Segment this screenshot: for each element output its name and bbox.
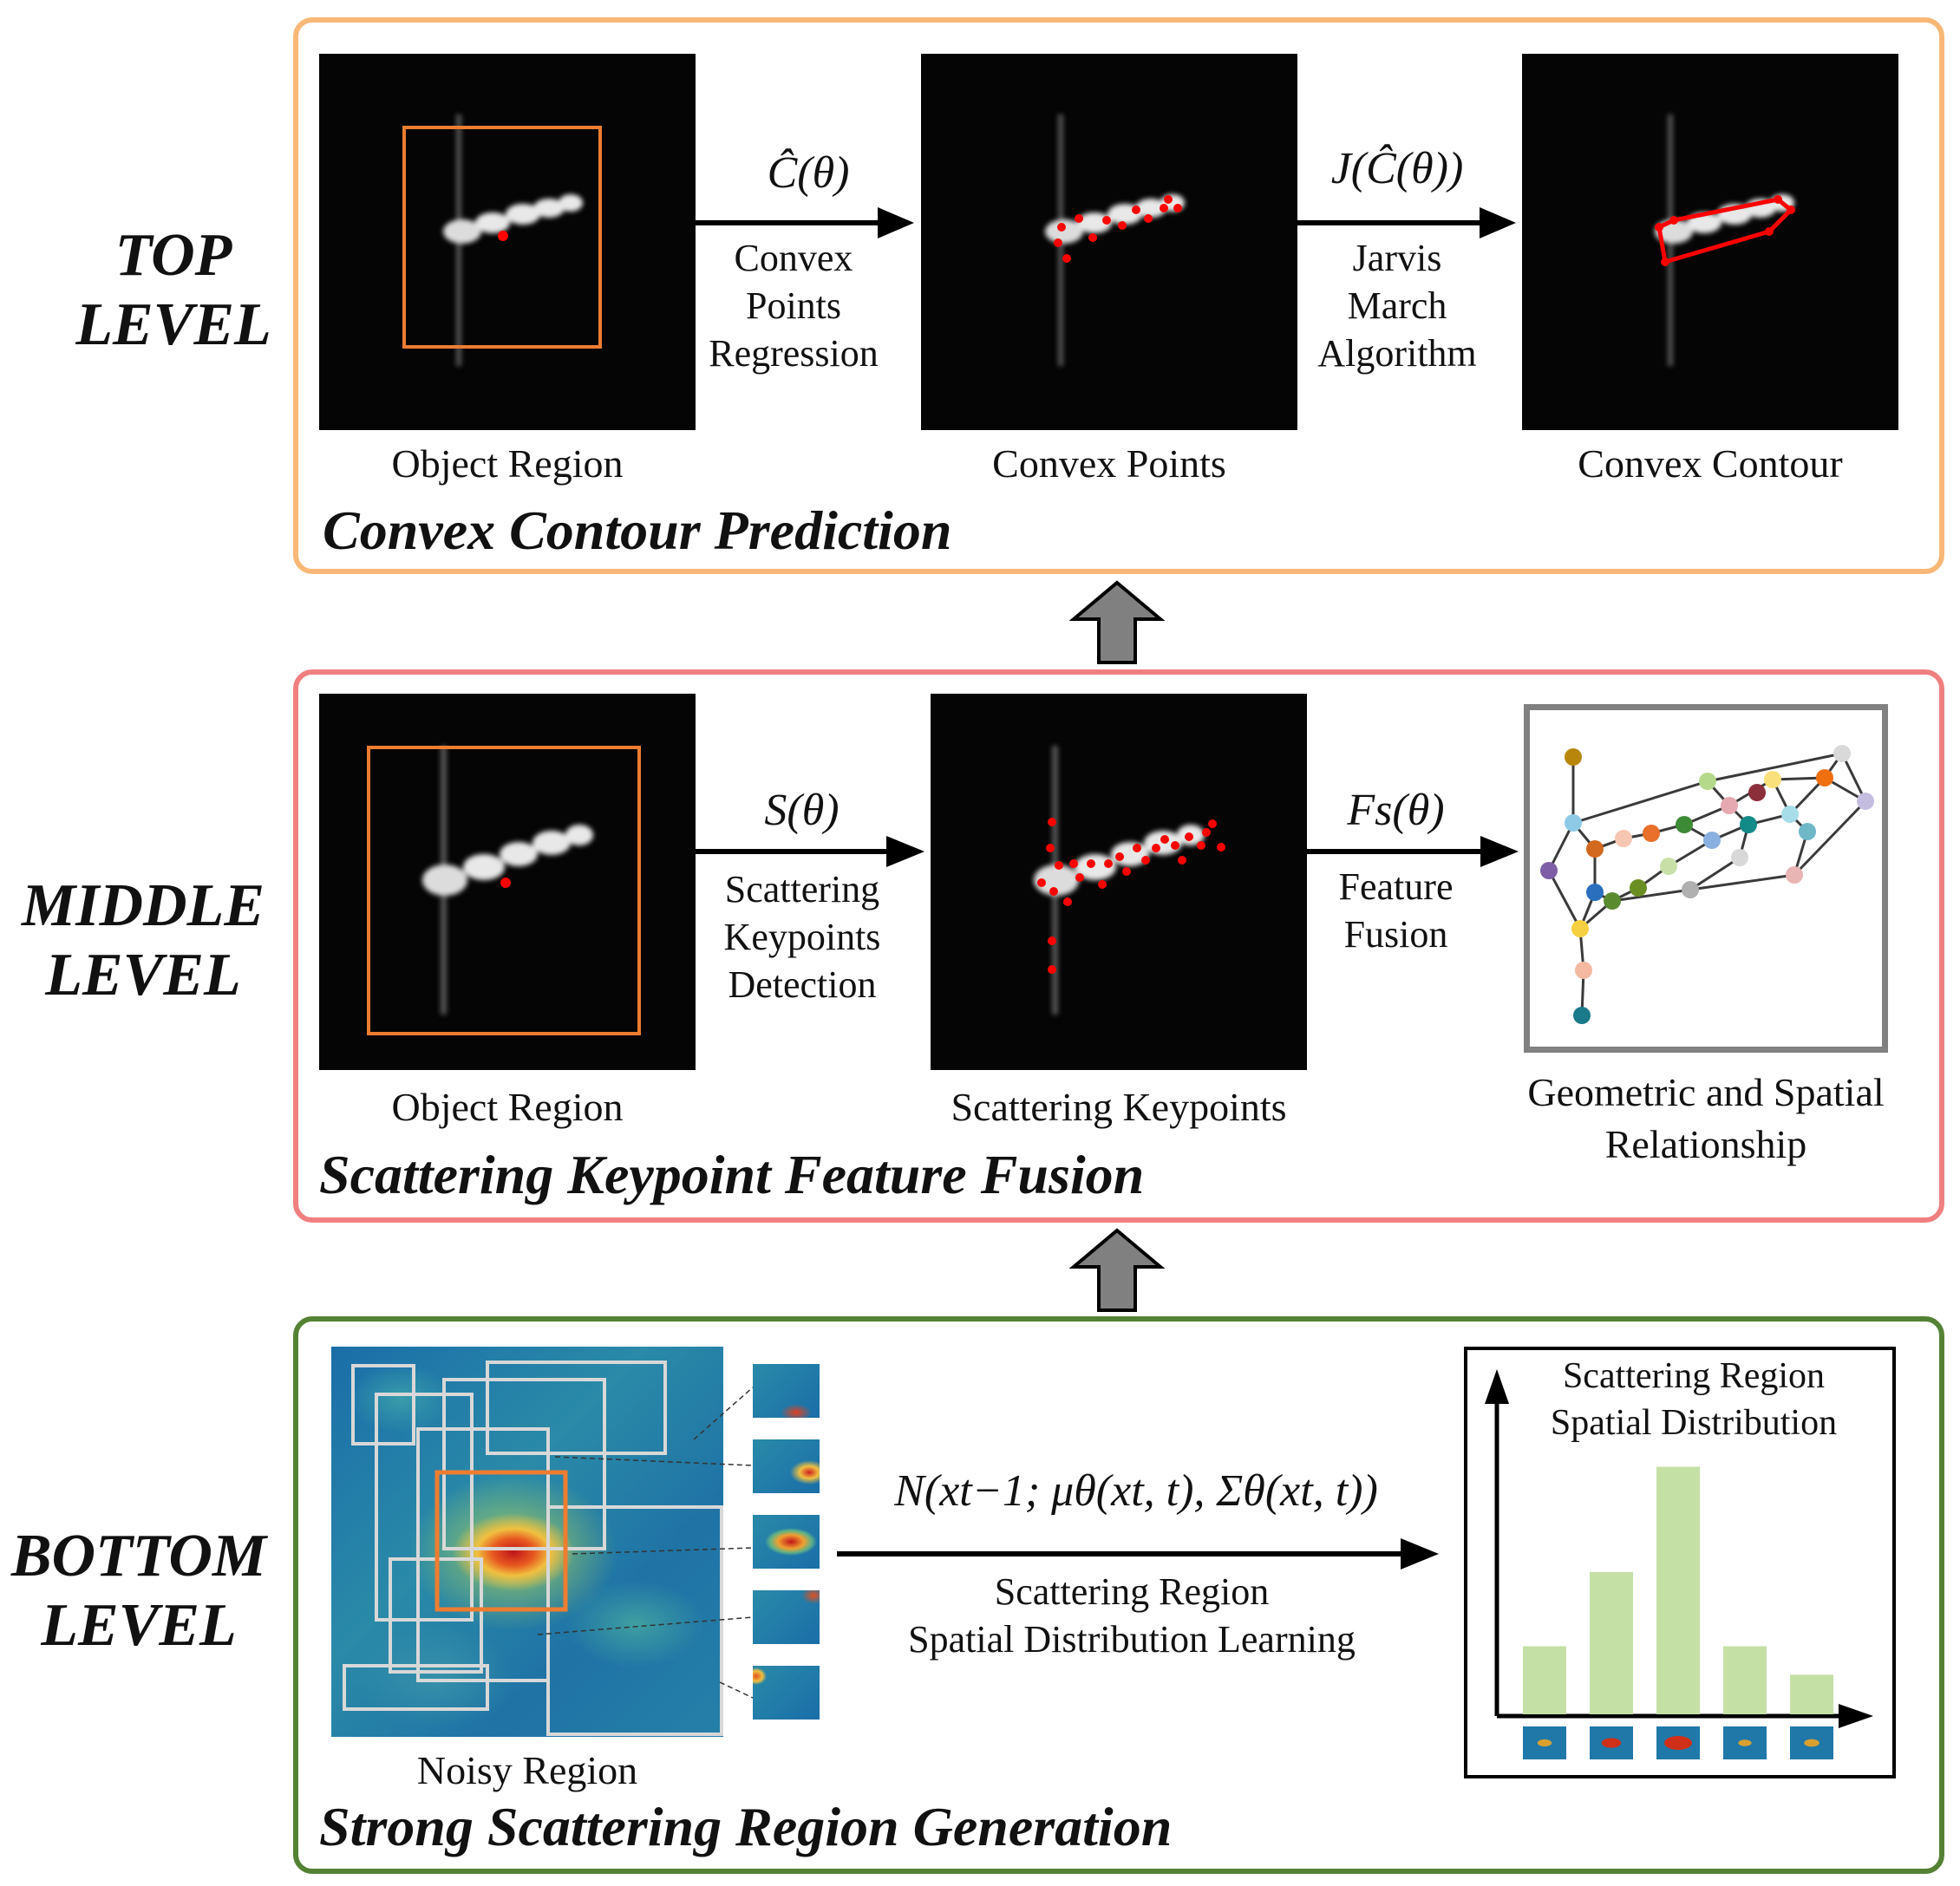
top-arrow-2-formula: J(Ĉ(θ)) bbox=[1330, 144, 1464, 193]
patch-thumbnail-3 bbox=[753, 1515, 820, 1569]
bottom-level-label: BOTTOM LEVEL bbox=[4, 1522, 273, 1661]
bottom-section-title: Strong Scattering Region Generation bbox=[319, 1796, 1173, 1857]
middle-level-label: MIDDLE LEVEL bbox=[13, 871, 273, 1010]
top-arrow-1 bbox=[696, 207, 914, 238]
middle-arrow-1-formula: S(θ) bbox=[764, 786, 840, 835]
distribution-bar-chart bbox=[1485, 1369, 1873, 1759]
bottom-arrow bbox=[837, 1538, 1439, 1569]
chart-title-line: Spatial Distribution bbox=[1550, 1403, 1838, 1443]
sar-target-graphic bbox=[1034, 746, 1225, 1015]
bottom-arrow-formula: N(xt−1; μθ(xt, t), Σθ(xt, t)) bbox=[894, 1466, 1378, 1516]
label-line: Scattering bbox=[724, 868, 880, 910]
graph-network bbox=[1540, 745, 1874, 1024]
patch-thumbnail-5 bbox=[753, 1666, 820, 1720]
top-object-region-image bbox=[319, 54, 696, 430]
up-arrow-bottom bbox=[1069, 1228, 1165, 1312]
top-level-word2: LEVEL bbox=[75, 291, 271, 358]
label-line: Detection bbox=[728, 963, 877, 1006]
patch-thumbnail-4 bbox=[753, 1590, 820, 1644]
bottom-arrow-label: Scattering Region Spatial Distribution L… bbox=[833, 1568, 1431, 1663]
middle-arrow-2-label: Feature Fusion bbox=[1307, 863, 1485, 958]
middle-caption-scattering-keypoints: Scattering Keypoints bbox=[951, 1085, 1287, 1129]
bottom-level-word1: BOTTOM bbox=[10, 1523, 267, 1589]
up-arrow-top bbox=[1069, 580, 1165, 664]
caption-line: Geometric and Spatial bbox=[1527, 1070, 1885, 1114]
label-line: Keypoints bbox=[723, 916, 881, 958]
label-line: Jarvis bbox=[1352, 237, 1442, 279]
top-arrow-1-formula: Ĉ(θ) bbox=[767, 148, 850, 198]
middle-arrow-2-formula: Fs(θ) bbox=[1347, 786, 1445, 835]
top-convex-points-image bbox=[921, 54, 1297, 430]
sar-target-graphic bbox=[1655, 114, 1795, 366]
bar-3 bbox=[1656, 1466, 1700, 1714]
top-level-label: TOP LEVEL bbox=[52, 221, 295, 360]
chart-title: Scattering Region Spatial Distribution bbox=[1464, 1353, 1924, 1446]
bar-4 bbox=[1723, 1646, 1767, 1714]
bar-thumbnail-hotspot-1 bbox=[1537, 1739, 1552, 1747]
x-axis-arrowhead bbox=[1839, 1704, 1873, 1728]
y-axis-arrowhead bbox=[1485, 1369, 1509, 1404]
label-line: Scattering Region bbox=[994, 1570, 1270, 1613]
middle-arrow-1 bbox=[696, 836, 924, 867]
bar-thumbnail-hotspot-4 bbox=[1738, 1739, 1752, 1746]
middle-scattering-keypoints-image bbox=[931, 694, 1307, 1070]
bar-thumbnail-hotspot-5 bbox=[1804, 1739, 1820, 1747]
middle-object-region-image bbox=[319, 694, 696, 1070]
patch-thumbnail-2 bbox=[753, 1439, 820, 1493]
middle-level-word2: LEVEL bbox=[45, 942, 241, 1008]
top-arrow-2-label: Jarvis March Algorithm bbox=[1297, 234, 1497, 377]
noise-boxes bbox=[343, 1361, 723, 1736]
label-line: Points bbox=[745, 284, 842, 327]
label-line: Spatial Distribution Learning bbox=[908, 1618, 1356, 1661]
top-arrow-1-label: Convex Points Regression bbox=[694, 234, 893, 377]
label-line: Convex bbox=[734, 237, 853, 279]
top-convex-contour-image bbox=[1522, 54, 1898, 430]
bar-2 bbox=[1590, 1571, 1633, 1714]
label-line: Regression bbox=[709, 332, 879, 375]
middle-section-title: Scattering Keypoint Feature Fusion bbox=[319, 1144, 1145, 1205]
label-line: March bbox=[1347, 284, 1447, 327]
noisy-region-heatmap bbox=[331, 1347, 723, 1737]
bar-thumbnail-hotspot-2 bbox=[1601, 1738, 1622, 1748]
caption-line: Relationship bbox=[1604, 1122, 1807, 1166]
middle-caption-object-region: Object Region bbox=[391, 1085, 624, 1129]
bar-thumbnail-hotspot-3 bbox=[1664, 1736, 1692, 1750]
top-section-title: Convex Contour Prediction bbox=[323, 499, 952, 561]
middle-level-word1: MIDDLE bbox=[21, 872, 265, 939]
top-arrow-2 bbox=[1297, 207, 1516, 238]
top-caption-object-region: Object Region bbox=[391, 441, 624, 486]
bottom-caption-noisy-region: Noisy Region bbox=[416, 1748, 638, 1792]
graph-caption: Geometric and Spatial Relationship bbox=[1489, 1067, 1923, 1171]
label-line: Feature bbox=[1338, 865, 1454, 908]
top-level-word1: TOP bbox=[114, 222, 232, 289]
middle-arrow-1-label: Scattering Keypoints Detection bbox=[698, 865, 906, 1008]
top-caption-convex-contour: Convex Contour bbox=[1578, 441, 1843, 486]
sar-target-graphic bbox=[367, 746, 641, 1035]
label-line: Algorithm bbox=[1317, 332, 1477, 375]
sar-target-graphic bbox=[402, 114, 602, 366]
top-caption-convex-points: Convex Points bbox=[992, 441, 1226, 486]
chart-title-line: Scattering Region bbox=[1562, 1356, 1826, 1396]
sar-target-graphic bbox=[1045, 114, 1185, 366]
patch-connectors bbox=[537, 1387, 754, 1699]
bar-1 bbox=[1523, 1646, 1566, 1714]
label-line: Fusion bbox=[1343, 913, 1448, 956]
bar-5 bbox=[1790, 1674, 1833, 1714]
middle-arrow-2 bbox=[1307, 836, 1519, 867]
bottom-level-word2: LEVEL bbox=[41, 1592, 237, 1659]
patch-thumbnail-1 bbox=[753, 1364, 820, 1418]
geometric-relationship-graph bbox=[1524, 704, 1888, 1053]
